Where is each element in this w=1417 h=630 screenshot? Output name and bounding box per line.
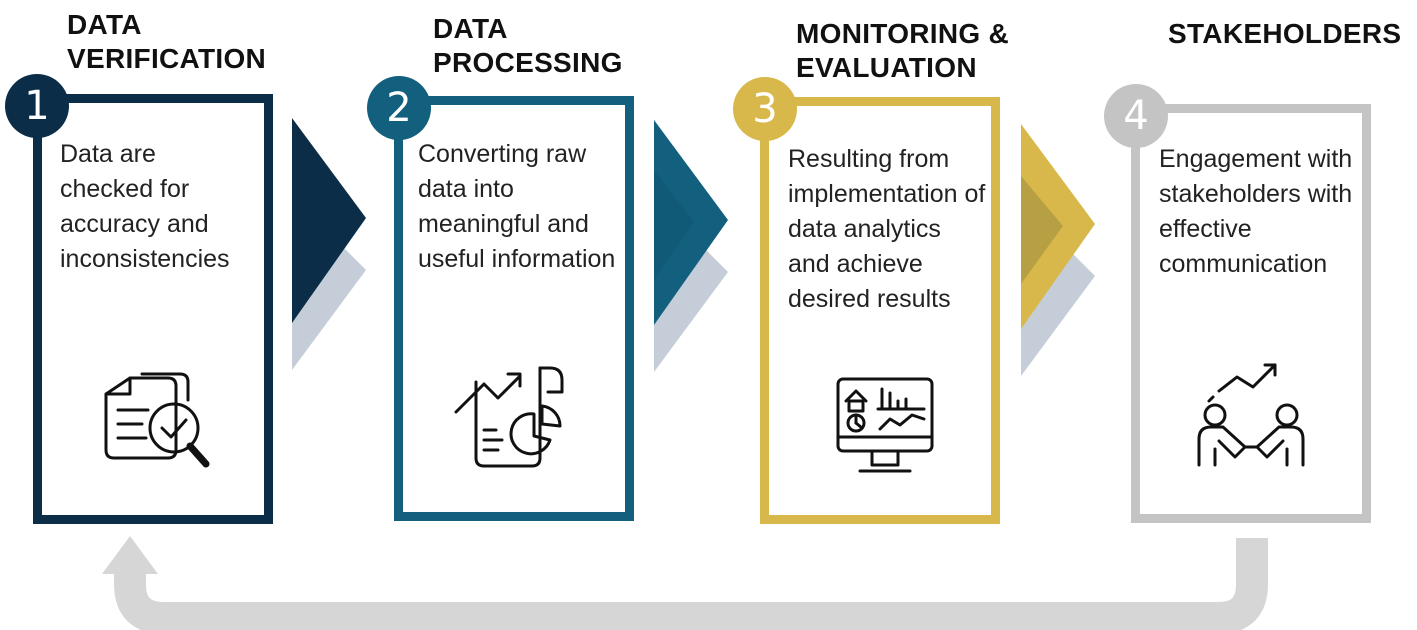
step-2-badge: 2 xyxy=(367,76,431,140)
report-chart-icon xyxy=(454,366,564,468)
step-1-card xyxy=(33,94,273,524)
step-3-description: Resulting from implementation of data an… xyxy=(788,145,986,313)
step-1-description: Data are checked for accuracy and incons… xyxy=(60,140,230,273)
step-2-description: Converting raw data into meaningful and … xyxy=(418,140,616,273)
chevron-arrow-2 xyxy=(654,120,728,372)
step-2-title: DATA PROCESSING xyxy=(433,13,623,78)
step-1-title: DATA VERIFICATION xyxy=(67,9,267,74)
step-3-card xyxy=(760,97,1000,524)
step-4-description: Engagement with stakeholders with effect… xyxy=(1159,145,1353,278)
step-4-badge: 4 xyxy=(1104,84,1168,148)
step-4-card xyxy=(1131,104,1371,523)
chevron-arrow-1 xyxy=(292,118,366,370)
monitor-dashboard-icon xyxy=(836,377,934,473)
step-4-title: STAKEHOLDERS xyxy=(1168,18,1402,49)
step-1-badge: 1 xyxy=(5,74,69,138)
step-2-card xyxy=(394,96,634,521)
step-3-badge: 3 xyxy=(733,77,797,141)
chevron-arrow-3 xyxy=(1021,124,1095,376)
document-search-icon xyxy=(104,372,210,468)
step-3-title: MONITORING & EVALUATION xyxy=(796,18,1010,83)
handshake-growth-icon xyxy=(1197,363,1305,467)
